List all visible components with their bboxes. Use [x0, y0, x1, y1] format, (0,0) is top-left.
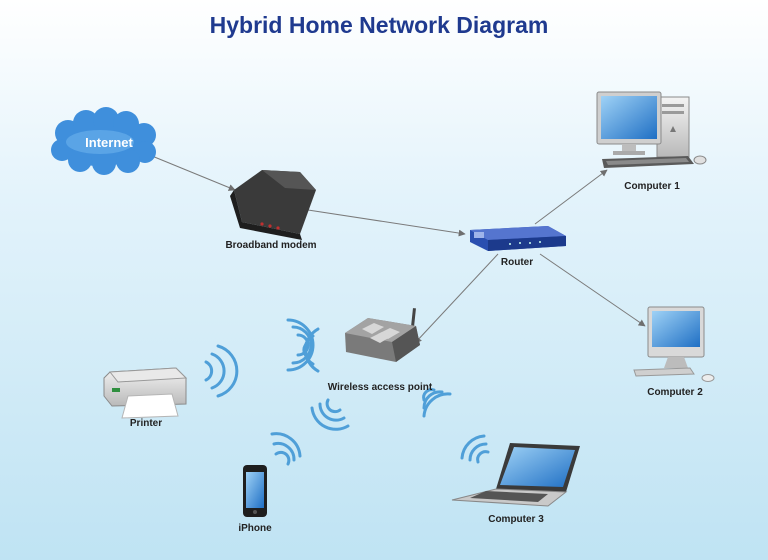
wifi-wave-icon [460, 434, 490, 464]
connector-internet-modem [151, 155, 236, 191]
connector-modem-router [307, 209, 466, 237]
smartphone-icon [243, 465, 267, 517]
wireless-waves [204, 318, 490, 466]
diagram-title: Hybrid Home Network Diagram [209, 12, 549, 38]
computer3-label: Computer 3 [488, 514, 544, 525]
computer2-label: Computer 2 [647, 387, 703, 398]
iphone-label: iPhone [238, 523, 272, 534]
internet-label: Internet [85, 135, 133, 150]
computer1-label: Computer 1 [624, 181, 680, 192]
desktop-pc-icon [596, 91, 707, 168]
printer-label: Printer [129, 418, 163, 429]
wifi-wave-icon [310, 398, 350, 431]
cloud-icon [51, 107, 156, 175]
access-point-icon [345, 308, 420, 362]
connector-router-computer2 [539, 253, 646, 327]
router-icon [470, 226, 566, 251]
wifi-wave-icon [204, 344, 239, 398]
connector-router-computer1 [534, 169, 608, 225]
modem-icon [230, 170, 316, 240]
wifi-wave-icon [422, 388, 452, 418]
imac-icon [633, 306, 715, 382]
connector-router-access-point [414, 253, 499, 344]
wifi-wave-icon [286, 318, 315, 372]
connectors [151, 155, 646, 344]
router-label: Router [500, 257, 534, 268]
printer-icon [103, 367, 188, 419]
access-point-label: Wireless access point [327, 382, 433, 393]
wifi-wave-icon [302, 327, 320, 373]
wifi-wave-icon [270, 432, 302, 466]
laptop-icon [451, 443, 580, 507]
modem-label: Broadband modem [225, 240, 317, 251]
